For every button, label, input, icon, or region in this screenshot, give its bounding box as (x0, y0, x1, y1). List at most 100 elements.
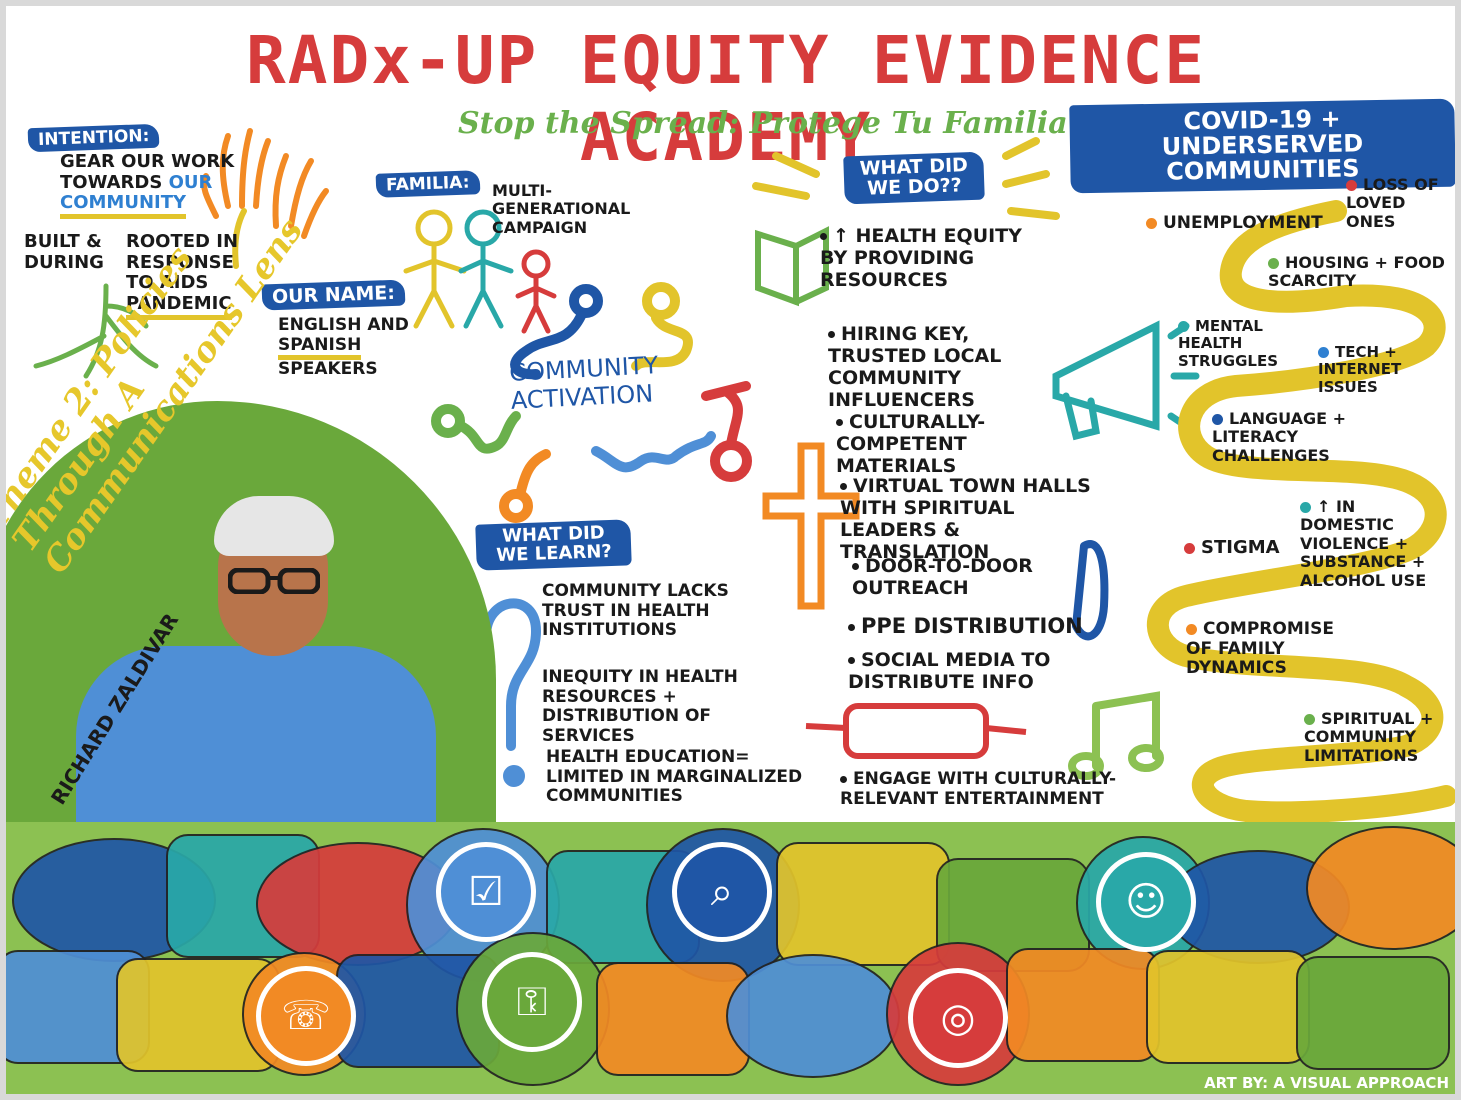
what-did-we-learn-label: WHAT DID WE LEARN? (475, 519, 633, 571)
bullet-icon (836, 419, 843, 426)
bullet-icon (820, 233, 827, 240)
do-item: VIRTUAL TOWN HALLS WITH SPIRITUAL LEADER… (840, 475, 1100, 563)
our-name-label: OUR NAME: (261, 279, 406, 311)
covid-item: TECH + INTERNET ISSUES (1318, 343, 1438, 396)
winding-road (1146, 200, 1455, 824)
intention-text: GEAR OUR WORK TOWARDS OUR COMMUNITY (60, 151, 235, 220)
intention-label: INTENTION: (27, 123, 160, 153)
rooted-line: ROOTED IN (126, 231, 239, 252)
do-item-text: PPE DISTRIBUTION (861, 614, 1083, 638)
art-credit: ART BY: A VISUAL APPROACH (1204, 1074, 1449, 1092)
familia-line: GENERATIONAL (492, 199, 631, 219)
covid-item-text: LANGUAGE + LITERACY CHALLENGES (1212, 409, 1347, 465)
learn-label-line: WE LEARN? (495, 540, 613, 566)
book-icon (755, 226, 829, 307)
speech-bubble-band: ☑ ⌕ ☺ ☏ ⚿ ◎ ART BY: A VISUAL APPROACH (6, 822, 1455, 1094)
question-mark-icon (481, 598, 542, 787)
head-globe-icon: ☺ (1096, 852, 1196, 952)
cross-icon (762, 442, 860, 610)
covid-item-text: MENTAL HEALTH STRUGGLES (1178, 317, 1278, 370)
bullet-icon (1186, 623, 1197, 635)
do-item: CULTURALLY- COMPETENT MATERIALS (836, 411, 1086, 478)
music-note-icon (1068, 691, 1164, 780)
our-name-line: SPEAKERS (278, 359, 378, 380)
graphic-recording-canvas: RADx-UP EQUITY EVIDENCE ACADEMY Stop the… (6, 6, 1455, 1094)
do-item: SOCIAL MEDIA TO DISTRIBUTE INFO (848, 649, 1078, 694)
portrait-hair (214, 496, 334, 556)
learn-item: HEALTH EDUCATION= LIMITED IN MARGINALIZE… (546, 747, 803, 807)
do-label-line: WE DO?? (866, 174, 963, 200)
built-during-text: BUILT & DURING (24, 231, 104, 273)
do-item: ↑ HEALTH EQUITY BY PROVIDING RESOURCES (820, 225, 1040, 292)
covid-item: ↑ IN DOMESTIC VIOLENCE + SUBSTANCE + ALC… (1300, 497, 1450, 590)
bullet-icon (848, 657, 855, 664)
portrait-shirt (76, 646, 436, 836)
covid-item: HOUSING + FOOD SCARCITY (1268, 253, 1448, 291)
do-item-text: CULTURALLY- COMPETENT MATERIALS (836, 411, 986, 477)
intention-text-part: TOWARDS (60, 171, 169, 193)
familia-line: CAMPAIGN (492, 217, 588, 237)
do-item-text: ENGAGE WITH CULTURALLY- RELEVANT ENTERTA… (840, 769, 1117, 809)
covid-item: LOSS OF LOVED ONES (1346, 175, 1446, 231)
covid-item: STIGMA (1184, 537, 1294, 559)
covid-item: LANGUAGE + LITERACY CHALLENGES (1212, 409, 1362, 465)
page-title: RADx-UP EQUITY EVIDENCE ACADEMY (246, 22, 1206, 176)
covid-item-text: SPIRITUAL + COMMUNITY LIMITATIONS (1304, 709, 1434, 765)
speech-bubble (1296, 956, 1450, 1070)
speech-bubble (726, 954, 900, 1078)
activation-figures-icon (431, 282, 752, 523)
target-icon: ◎ (908, 968, 1008, 1068)
covid-label-line: COVID-19 + UNDERSERVED (1161, 104, 1364, 161)
intention-line: TOWARDS OUR (60, 171, 234, 194)
speech-bubble (776, 842, 950, 966)
doodle-layer (33, 128, 1455, 824)
do-item-text: ↑ HEALTH EQUITY BY PROVIDING RESOURCES (820, 225, 1022, 291)
do-item: HIRING KEY, TRUSTED LOCAL COMMUNITY INFL… (828, 323, 1068, 411)
covid-item-text: COMPROMISE OF FAMILY DYNAMICS (1186, 619, 1334, 679)
learn-item: INEQUITY IN HEALTH RESOURCES + DISTRIBUT… (542, 667, 738, 746)
intention-community: COMMUNITY (60, 193, 187, 220)
rolling-pin-icon (805, 703, 1027, 759)
covid-item: SPIRITUAL + COMMUNITY LIMITATIONS (1304, 709, 1454, 765)
speech-bubble (1306, 826, 1455, 950)
covid-item: COMPROMISE OF FAMILY DYNAMICS (1186, 619, 1356, 679)
covid-item: UNEMPLOYMENT (1146, 213, 1346, 234)
intention-our: OUR (168, 171, 213, 193)
what-did-we-do-label: WHAT DID WE DO?? (843, 151, 986, 205)
covid-item-text: LOSS OF LOVED ONES (1346, 175, 1439, 231)
speech-bubble (1006, 948, 1160, 1062)
covid-item-text: UNEMPLOYMENT (1163, 213, 1323, 233)
during-text: DURING (24, 251, 104, 273)
rooted-line: RESPONSE (126, 251, 234, 273)
intention-line: GEAR OUR WORK (60, 151, 235, 172)
bullet-icon (1146, 217, 1157, 229)
speech-bubble (596, 962, 750, 1076)
covid-item-text: TECH + INTERNET ISSUES (1318, 343, 1402, 396)
do-item-text: DOOR-TO-DOOR OUTREACH (852, 555, 1033, 599)
rooted-text: ROOTED IN RESPONSE TO AIDS PANDEMIC (126, 231, 239, 320)
community-activation-title: COMMUNITY ACTIVATION (509, 351, 661, 415)
bullet-icon (1304, 714, 1315, 725)
do-item: ENGAGE WITH CULTURALLY- RELEVANT ENTERTA… (840, 769, 1140, 809)
bullet-icon (840, 483, 847, 490)
glasses-icon (228, 568, 320, 594)
bullet-icon (852, 563, 859, 570)
do-item-text: VIRTUAL TOWN HALLS WITH SPIRITUAL LEADER… (840, 475, 1091, 563)
bullet-icon (1346, 180, 1357, 191)
bullet-icon (1178, 321, 1189, 332)
raised-hands-icon (201, 128, 329, 269)
speech-bubble (1146, 950, 1310, 1064)
rooted-line: PANDEMIC (126, 293, 232, 320)
familia-label: FAMILIA: (375, 170, 480, 198)
built-text: BUILT & (24, 231, 102, 252)
phone-icon (1072, 540, 1109, 641)
devices-icon: ☏ (256, 966, 356, 1066)
rooted-line: TO AIDS (126, 272, 209, 294)
unlock-icon: ⚿ (482, 952, 582, 1052)
ballot-box-icon: ☑ (436, 842, 536, 942)
do-item-text: HIRING KEY, TRUSTED LOCAL COMMUNITY INFL… (828, 323, 1002, 411)
bullet-icon (1212, 414, 1223, 425)
our-name-line: SPANISH (278, 335, 362, 361)
bullet-icon (1184, 542, 1195, 554)
bullet-icon (1268, 258, 1279, 269)
